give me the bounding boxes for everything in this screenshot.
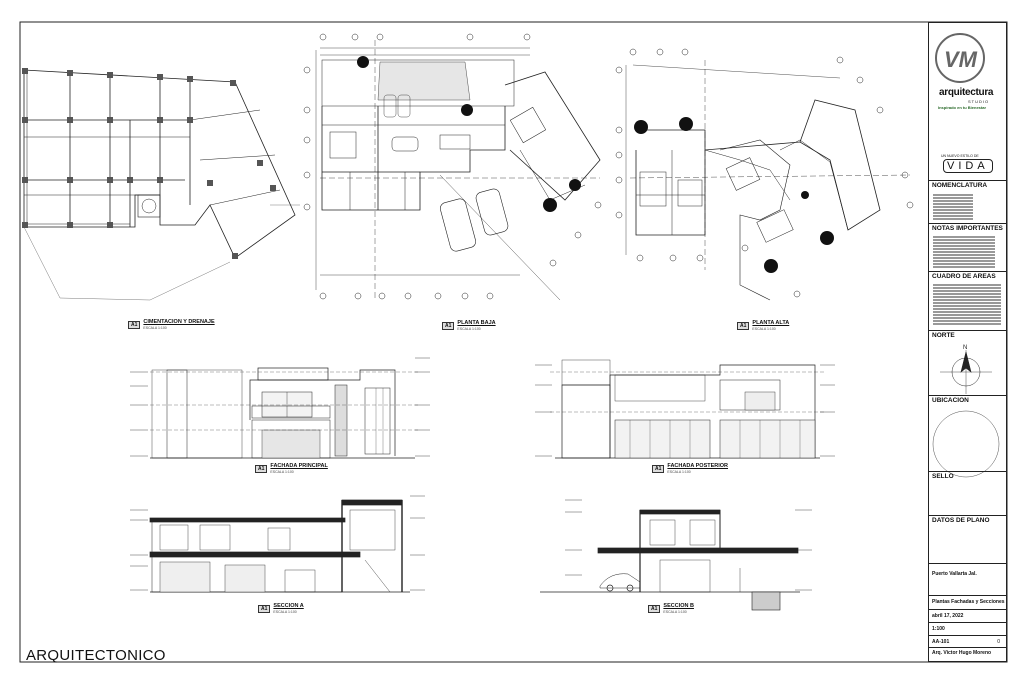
divider (929, 595, 1006, 596)
ground-floor-plan (315, 40, 601, 301)
section-b (540, 509, 800, 611)
divider (929, 223, 1006, 224)
title-block: VM arquitectura STUDIO Inspirado en tu B… (928, 22, 1007, 662)
cuadro-title: CUADRO DE AREAS (932, 273, 996, 280)
scale-value: 1:100 (932, 626, 945, 632)
rear-facade (550, 359, 825, 459)
ubicacion-title: UBICACION (932, 397, 969, 404)
logo-sub: STUDIO (968, 99, 990, 104)
datos-title: DATOS DE PLANO (932, 517, 990, 524)
divider (929, 635, 1006, 636)
divider (929, 515, 1006, 516)
sheet-border (19, 21, 1008, 663)
north-letter-icon: N (963, 345, 967, 351)
divider (929, 563, 1006, 564)
divider (929, 330, 1006, 331)
front-facade (150, 367, 420, 459)
level-marks (130, 357, 835, 591)
upper-floor-plan (625, 60, 911, 301)
contenido-value: Plantas Fachadas y Secciones (932, 599, 1005, 605)
notas-title: NOTAS IMPORTANTES (932, 225, 1003, 232)
ground-floor-axis-bubbles (303, 33, 602, 300)
divider (929, 395, 1006, 396)
foundation-plan (23, 69, 300, 301)
location-value: Puerto Vallarta Jal. (932, 571, 977, 577)
nomenclatura-title: NOMENCLATURA (932, 182, 988, 189)
divider (929, 180, 1006, 181)
norte-title: NORTE (932, 332, 955, 339)
logo: VM arquitectura STUDIO Inspirado en tu B… (934, 31, 1002, 111)
divider (929, 471, 1006, 472)
logo-tagline: Inspirado en tu Bienestar (938, 105, 987, 110)
title-block-drawings (932, 33, 1000, 478)
cuadro-lines (933, 283, 1001, 326)
logo-word: arquitectura (939, 87, 994, 98)
sello-title: SELLO (932, 473, 954, 480)
divider (929, 271, 1006, 272)
foundation-footings (22, 68, 276, 259)
divider (929, 647, 1006, 648)
divider (929, 622, 1006, 623)
plant-symbols (357, 56, 834, 273)
date-value: abril 17, 2022 (932, 613, 964, 619)
vida-logo: VIDA (943, 159, 993, 173)
vida-small: UN NUEVO ESTILO DE (941, 154, 979, 158)
author-value: Arq. Victor Hugo Moreno (932, 650, 992, 656)
notas-lines (933, 235, 995, 269)
sheet-value: AA-101 (932, 639, 950, 645)
section-a (149, 499, 410, 593)
nomenclatura-lines (933, 193, 973, 221)
logo-initials: VM (944, 47, 977, 72)
project-label: ARQUITECTONICO (26, 647, 166, 664)
upper-floor-axis-bubbles (615, 48, 914, 298)
divider (929, 609, 1006, 610)
revision-value: 0 (997, 639, 1000, 645)
